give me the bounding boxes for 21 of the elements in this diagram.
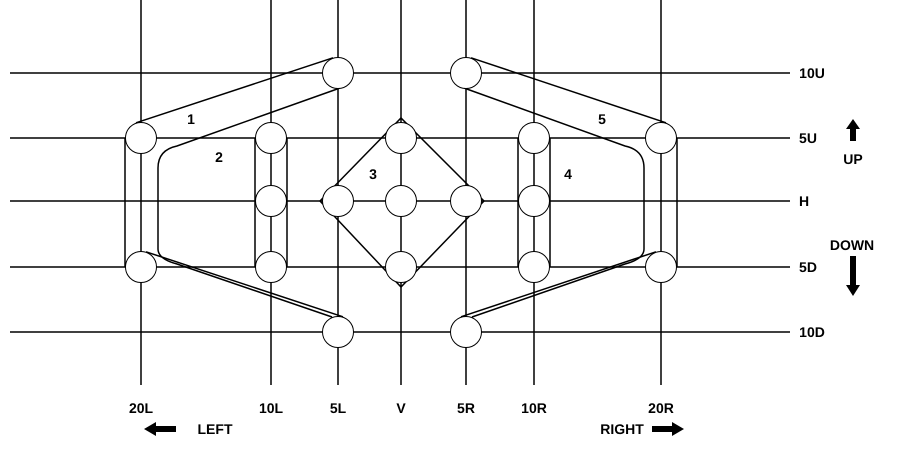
direction-label: RIGHT	[599, 422, 645, 436]
row-label: 5U	[798, 131, 818, 145]
group-number: 3	[368, 167, 378, 181]
group-number: 4	[563, 167, 573, 181]
row-label: H	[798, 194, 810, 208]
group-number: 5	[597, 112, 607, 126]
column-label: 10L	[258, 401, 284, 415]
column-label: 20R	[647, 401, 675, 415]
row-label: 10D	[798, 325, 826, 339]
column-label: 5R	[456, 401, 476, 415]
group-number: 2	[214, 150, 224, 164]
direction-label: UP	[842, 152, 864, 166]
column-label: 20L	[128, 401, 154, 415]
column-label: V	[395, 401, 407, 415]
column-label: 5L	[328, 401, 348, 415]
direction-label: LEFT	[196, 422, 234, 436]
direction-label: DOWN	[828, 238, 876, 252]
row-label: 5D	[798, 260, 818, 274]
column-label: 10R	[520, 401, 548, 415]
row-label: 10U	[798, 66, 826, 80]
group-number: 1	[186, 112, 196, 126]
